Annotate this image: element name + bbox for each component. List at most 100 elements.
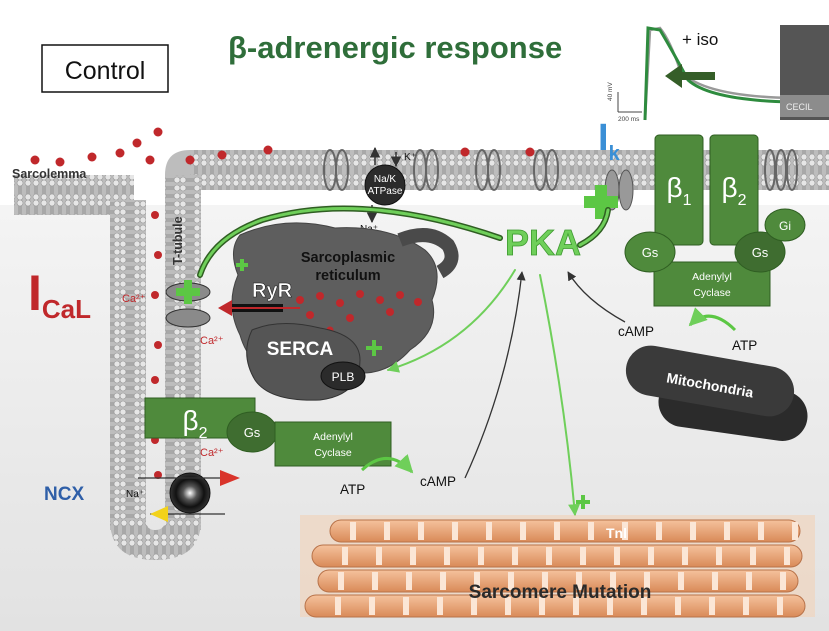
membrane-channels <box>323 149 798 191</box>
gs-right-1-label: Gs <box>642 245 659 260</box>
beta2-receptor-right <box>709 134 759 246</box>
sarcomere-band <box>573 597 579 615</box>
pka-to-ik-arrow <box>578 208 610 247</box>
gs-protein-right-2 <box>734 231 786 273</box>
sarcomere-band <box>746 572 752 590</box>
sarcomere-band <box>607 597 613 615</box>
ik-plus-vertical <box>595 185 607 219</box>
sarcomere-band <box>410 547 416 565</box>
ca-label-lower: Ca²⁺ <box>200 335 224 347</box>
control-box <box>41 44 169 93</box>
sarcomere-band <box>588 522 594 540</box>
sarcomere-band <box>554 522 560 540</box>
pka-to-plb-arrow <box>386 269 516 373</box>
sarcomere-band <box>406 572 412 590</box>
sarcomere-band <box>440 572 446 590</box>
ac-left-line2: Cyclase <box>314 447 352 459</box>
ac-left-line1: Adenylyl <box>313 431 353 443</box>
pump-label-line1: Na/K <box>374 174 397 185</box>
serca-label: SERCA <box>267 339 334 360</box>
ical-label: ICaL <box>28 265 91 324</box>
ncx-body <box>169 472 211 514</box>
mitochondrion-front <box>625 345 795 417</box>
t-tubule-bottom <box>110 520 201 560</box>
sarcomere-band <box>372 572 378 590</box>
ncx-exchanger: NCX Na⁺ Ca²⁺ <box>44 447 240 522</box>
tnl-label: Tnl <box>606 525 627 541</box>
ncx-label: NCX <box>44 484 84 505</box>
t-tubule-right-wall <box>165 175 201 530</box>
sarcomere-band <box>471 597 477 615</box>
sarcomere-filament <box>311 544 803 568</box>
tnl-plus-v <box>581 495 585 509</box>
ac-right-line1: Adenylyl <box>692 271 732 283</box>
sarcomere-band <box>418 522 424 540</box>
sarcomere-filament <box>329 519 801 543</box>
sarcolemma-label: Sarcolemma <box>12 167 87 181</box>
sarcomere-band <box>403 597 409 615</box>
ncx-calcium-arrow <box>220 470 240 486</box>
atp-left-label: ATP <box>340 482 365 497</box>
sarcomere-band <box>505 597 511 615</box>
pump-label-line2: ATPase <box>368 186 403 197</box>
camp-left-to-pka-arrow <box>464 271 526 479</box>
sarcomere-band <box>743 597 749 615</box>
ap-shift-arrow <box>665 64 715 88</box>
atp-to-camp-left-arrow <box>360 453 414 474</box>
camp-right-to-pka-arrow <box>567 271 626 323</box>
ryr-channel: RyR <box>218 259 300 316</box>
sarcomere-band <box>641 597 647 615</box>
sr-tubule <box>397 228 459 279</box>
beta1-receptor <box>654 134 704 246</box>
mitochondria-cluster: Mitochondria <box>625 345 808 441</box>
sarcomere-band <box>437 597 443 615</box>
control-label: Control <box>65 57 146 85</box>
sarcomere-band <box>780 572 786 590</box>
sarcomere-band <box>342 547 348 565</box>
sarcomere-band <box>648 547 654 565</box>
atp-right-label: ATP <box>732 338 757 353</box>
ik-label: Ik <box>598 117 621 165</box>
beta1-label: β1 <box>666 172 691 209</box>
sarcomere-band <box>724 522 730 540</box>
sarcomere-band <box>384 522 390 540</box>
ltcc-plus-v <box>184 280 192 304</box>
sarcomere-band <box>610 572 616 590</box>
sarcomere-band <box>369 597 375 615</box>
sarcomere-band <box>712 572 718 590</box>
sr-label-line1: Sarcoplasmic <box>301 250 395 266</box>
camp-right-label: cAMP <box>618 324 654 339</box>
gs-protein-right-1 <box>624 231 676 273</box>
sarcomere-band <box>542 572 548 590</box>
ncx-sodium-arrow <box>150 506 168 522</box>
sarcomere-band <box>539 597 545 615</box>
serca-pump: SERCA PLB <box>246 322 382 401</box>
ik-channel: Ik <box>584 117 634 219</box>
pka-label: PKA <box>505 222 581 263</box>
sarcomere-band <box>338 572 344 590</box>
beta2-receptor-complex-left: β2 Gs Adenylyl Cyclase ATP cAMP <box>144 397 456 497</box>
pka-to-ltcc-arrow <box>198 206 502 277</box>
ltcc-lower <box>165 308 211 328</box>
iso-label: + iso <box>682 30 718 49</box>
video-thumbnail-caption: CECIL <box>786 102 813 112</box>
plb-label: PLB <box>332 370 355 384</box>
ac-right-line2: Cyclase <box>693 287 731 299</box>
sarcomere-band <box>758 522 764 540</box>
gs-left-label: Gs <box>244 425 261 440</box>
sarcomere-band <box>644 572 650 590</box>
diagram-title: β-adrenergic response <box>228 30 562 65</box>
camp-left-label: cAMP <box>420 474 456 489</box>
sarcomere-band <box>614 547 620 565</box>
sarcomere-band <box>678 572 684 590</box>
sarcomere-band <box>576 572 582 590</box>
scale-ms-label: 200 ms <box>618 116 640 123</box>
atp-to-camp-right-arrow <box>688 307 737 332</box>
sarcomere-band <box>682 547 688 565</box>
pka-arrows <box>197 205 611 517</box>
sarcomere-band <box>335 597 341 615</box>
potassium-ion-label: K⁺ <box>404 152 416 163</box>
gi-label: Gi <box>779 219 791 233</box>
sr-label-line2: reticulum <box>315 268 380 284</box>
